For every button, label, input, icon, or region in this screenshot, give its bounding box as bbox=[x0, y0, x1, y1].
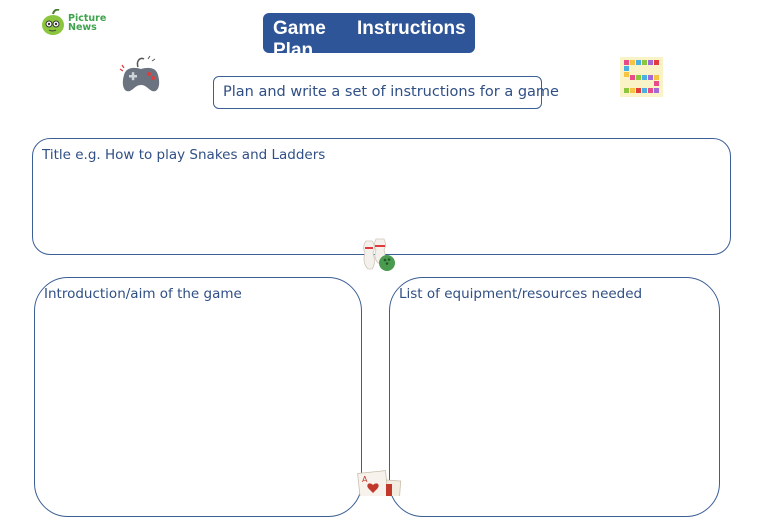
title-word-instructions: Instructions bbox=[357, 18, 466, 39]
intro-box-label: Introduction/aim of the game bbox=[44, 286, 242, 302]
introduction-input-area[interactable]: Introduction/aim of the game bbox=[34, 277, 362, 517]
game-controller-icon bbox=[119, 55, 160, 92]
board-game-icon bbox=[620, 57, 663, 97]
bowling-icon bbox=[363, 238, 395, 271]
logo-text-line1: Picture bbox=[68, 13, 107, 24]
title-word-game: Game bbox=[273, 18, 326, 39]
equipment-input-area[interactable]: List of equipment/resources needed bbox=[389, 277, 720, 517]
page-title-banner: Game Instructions Plan bbox=[263, 13, 475, 53]
equipment-box-label: List of equipment/resources needed bbox=[399, 286, 643, 302]
playing-cards-icon: A bbox=[357, 470, 402, 496]
title-word-plan: Plan bbox=[273, 40, 314, 53]
svg-text:A: A bbox=[362, 475, 368, 484]
subtitle-instruction: Plan and write a set of instructions for… bbox=[213, 76, 559, 109]
logo-text-line2: News bbox=[68, 22, 97, 33]
picture-news-logo: Picture News bbox=[40, 9, 106, 37]
apple-logo-icon bbox=[42, 9, 64, 35]
title-box-label: Title e.g. How to play Snakes and Ladder… bbox=[42, 147, 326, 163]
